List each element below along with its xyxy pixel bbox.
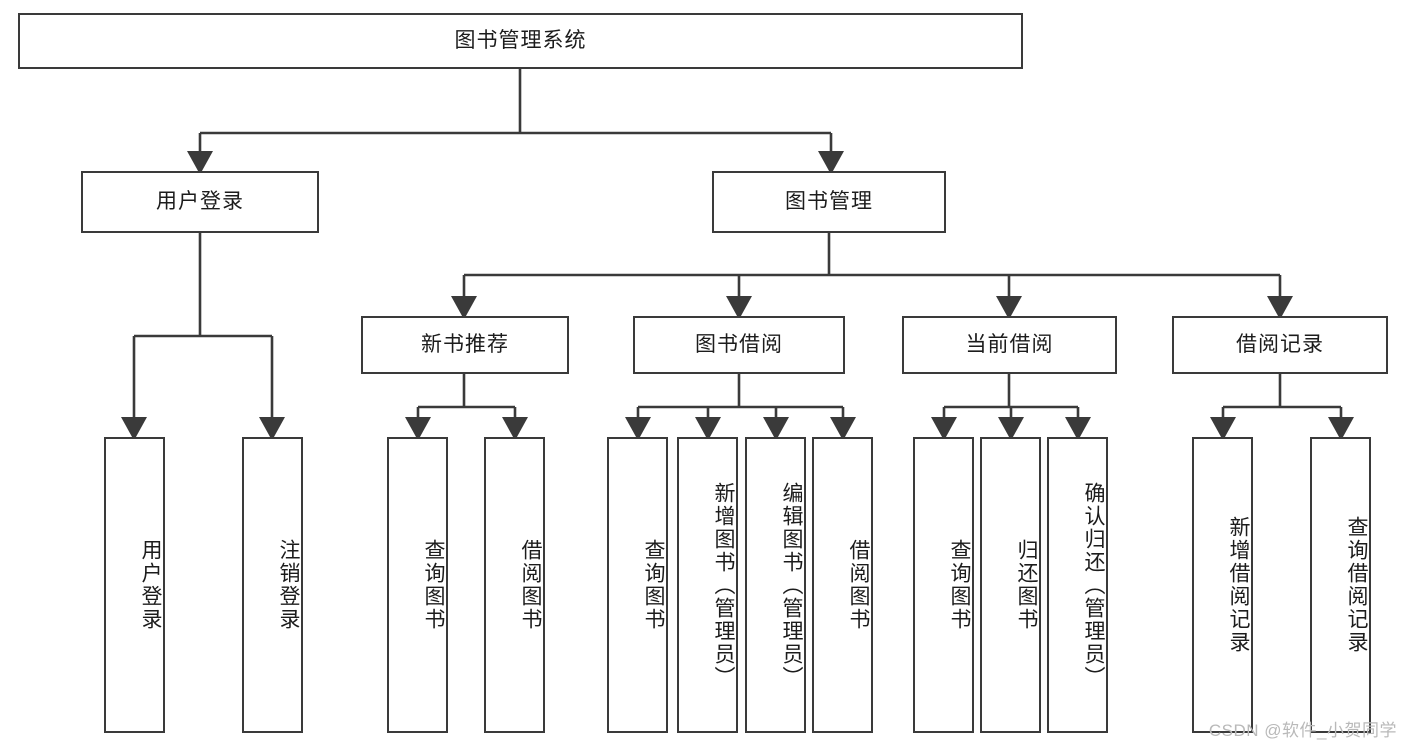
node-book-borrow[interactable]: 图书借阅: [633, 316, 845, 374]
node-leaf-query-record[interactable]: 查询借阅记录: [1310, 437, 1371, 733]
node-leaf-query-book-3-label: 查询图书: [948, 539, 971, 631]
node-leaf-edit-book[interactable]: 编辑图书（管理员）: [745, 437, 806, 733]
node-leaf-add-book[interactable]: 新增图书（管理员）: [677, 437, 738, 733]
node-current-borrow[interactable]: 当前借阅: [902, 316, 1117, 374]
node-leaf-edit-book-label: 编辑图书（管理员）: [780, 481, 803, 689]
node-leaf-query-book-3[interactable]: 查询图书: [913, 437, 974, 733]
node-leaf-query-book-1[interactable]: 查询图书: [387, 437, 448, 733]
node-new-book-recommend-label: 新书推荐: [421, 333, 509, 357]
node-leaf-user-login-label: 用户登录: [139, 539, 162, 631]
node-user-login[interactable]: 用户登录: [81, 171, 319, 233]
node-leaf-borrow-book-1-label: 借阅图书: [519, 539, 542, 631]
node-leaf-user-logout[interactable]: 注销登录: [242, 437, 303, 733]
watermark: CSDN @软件_小贺同学: [1208, 721, 1397, 740]
node-borrow-record-label: 借阅记录: [1236, 333, 1324, 357]
node-root[interactable]: 图书管理系统: [18, 13, 1023, 69]
node-leaf-user-logout-label: 注销登录: [277, 539, 300, 631]
node-user-login-label: 用户登录: [156, 190, 244, 214]
node-book-manage-label: 图书管理: [785, 190, 873, 214]
node-root-label: 图书管理系统: [454, 29, 587, 53]
node-leaf-user-login[interactable]: 用户登录: [104, 437, 165, 733]
node-leaf-borrow-book-2-label: 借阅图书: [847, 539, 870, 631]
node-leaf-confirm-return-label: 确认归还（管理员）: [1082, 481, 1105, 689]
node-leaf-query-book-2-label: 查询图书: [642, 539, 665, 631]
node-leaf-add-record[interactable]: 新增借阅记录: [1192, 437, 1253, 733]
node-current-borrow-label: 当前借阅: [965, 333, 1054, 357]
node-new-book-recommend[interactable]: 新书推荐: [361, 316, 569, 374]
node-leaf-borrow-book-1[interactable]: 借阅图书: [484, 437, 545, 733]
node-book-borrow-label: 图书借阅: [695, 333, 783, 357]
node-leaf-borrow-book-2[interactable]: 借阅图书: [812, 437, 873, 733]
node-leaf-query-record-label: 查询借阅记录: [1345, 516, 1368, 654]
node-leaf-add-record-label: 新增借阅记录: [1227, 516, 1250, 654]
node-leaf-confirm-return[interactable]: 确认归还（管理员）: [1047, 437, 1108, 733]
node-leaf-return-book[interactable]: 归还图书: [980, 437, 1041, 733]
node-borrow-record[interactable]: 借阅记录: [1172, 316, 1388, 374]
node-book-manage[interactable]: 图书管理: [712, 171, 946, 233]
node-leaf-return-book-label: 归还图书: [1015, 539, 1038, 631]
node-leaf-query-book-1-label: 查询图书: [422, 539, 445, 631]
node-leaf-add-book-label: 新增图书（管理员）: [712, 481, 735, 689]
node-leaf-query-book-2[interactable]: 查询图书: [607, 437, 668, 733]
